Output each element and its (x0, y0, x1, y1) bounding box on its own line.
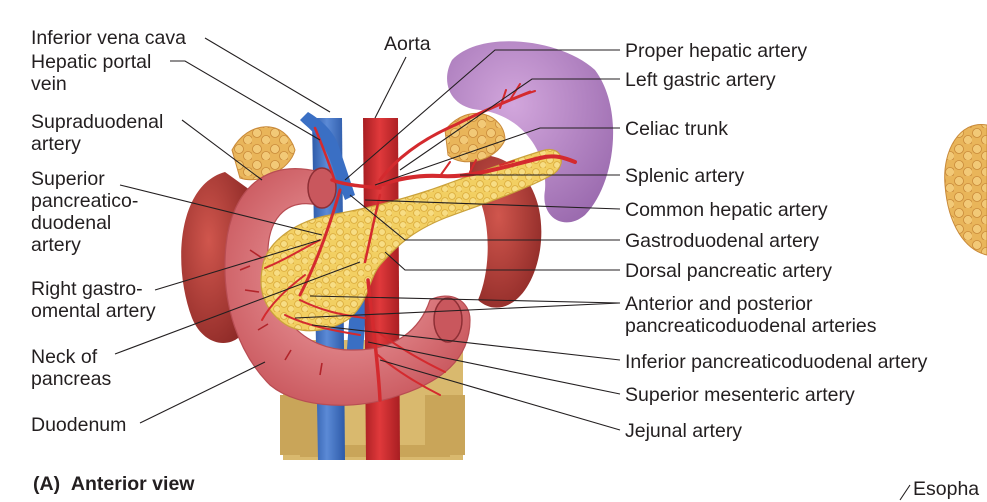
label-superior-pancreaticoduodenal-artery: Superior pancreatico- duodenal artery (31, 168, 139, 256)
duodenal-vessels (239, 249, 323, 376)
label-hepatic-portal-vein: Hepatic portal vein (31, 51, 152, 95)
label-inferior-vena-cava: Inferior vena cava (31, 27, 187, 49)
figure-caption: (A) Anterior view (33, 473, 194, 496)
arterial-branches (261, 83, 577, 402)
label-anterior-posterior-pancreaticoduodenal-arteries: Anterior and posterior pancreaticoduoden… (625, 293, 877, 337)
label-aorta: Aorta (384, 33, 431, 55)
leader-lines (114, 37, 911, 501)
left-adrenal-gland (444, 112, 506, 163)
label-common-hepatic-artery: Common hepatic artery (625, 199, 828, 221)
label-superior-mesenteric-artery: Superior mesenteric artery (625, 384, 855, 406)
label-splenic-artery: Splenic artery (625, 165, 745, 187)
duodenum-cut-end (307, 167, 337, 209)
label-dorsal-pancreatic-artery: Dorsal pancreatic artery (625, 260, 832, 282)
label-jejunal-artery: Jejunal artery (625, 420, 743, 442)
label-right-gastro-omental-artery: Right gastro- omental artery (31, 278, 156, 322)
hepatic-portal-vein (300, 112, 355, 200)
label-proper-hepatic-artery: Proper hepatic artery (625, 40, 808, 62)
caption-view: Anterior view (70, 473, 195, 495)
pancreas (260, 148, 562, 332)
right-adrenal-gland (231, 126, 296, 181)
label-esophagus-partial: Esopha (913, 478, 980, 500)
label-neck-of-pancreas: Neck of pancreas (31, 346, 112, 390)
jejunum-cut-end (433, 297, 463, 343)
label-duodenum: Duodenum (31, 414, 127, 436)
label-supraduodenal-artery: Supraduodenal artery (31, 111, 164, 155)
label-celiac-trunk: Celiac trunk (625, 118, 728, 140)
label-left-gastric-artery: Left gastric artery (625, 69, 776, 91)
label-inferior-pancreaticoduodenal-artery: Inferior pancreaticoduodenal artery (625, 351, 928, 373)
label-gastroduodenal-artery: Gastroduodenal artery (625, 230, 820, 252)
adjacent-panel-fat-tissue (944, 124, 987, 256)
caption-panel-letter: (A) (33, 473, 61, 495)
